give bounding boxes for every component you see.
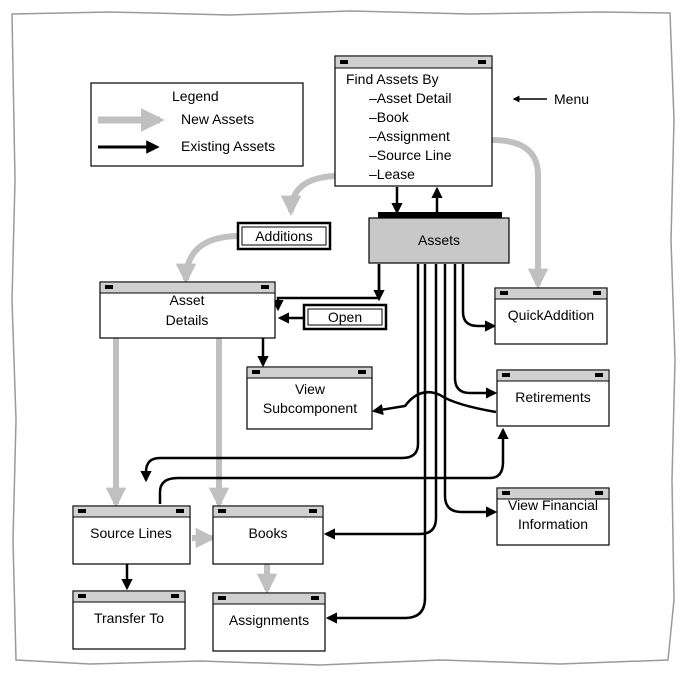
titlebar xyxy=(72,590,186,603)
arrow-assets-to-financial xyxy=(443,264,498,518)
view-financial-information-window[interactable]: View Financial Information xyxy=(496,487,610,546)
open-button[interactable]: Open xyxy=(302,303,388,331)
titlebar xyxy=(334,55,493,69)
find-item-book[interactable]: –Book xyxy=(369,109,410,125)
asset-details-line2: Details xyxy=(166,312,209,328)
window-menu-icon xyxy=(252,370,260,374)
books-label: Books xyxy=(249,525,288,541)
window-menu-icon xyxy=(502,491,510,495)
legend-new-assets-label: New Assets xyxy=(181,111,254,127)
window-menu-icon xyxy=(218,509,226,513)
arrow-assets-to-source-lines xyxy=(140,264,420,483)
window-control-icon xyxy=(358,370,366,374)
arrow-additions-to-asset-details xyxy=(175,233,239,285)
titlebar xyxy=(212,592,326,605)
legend-existing-assets-label: Existing Assets xyxy=(181,138,275,154)
view-subcomponent-line1: View xyxy=(295,381,326,397)
find-assets-window[interactable]: Find Assets By –Asset Detail –Book –Assi… xyxy=(334,55,493,187)
window-control-icon xyxy=(311,596,319,600)
view-financial-line2: Information xyxy=(518,516,588,532)
window-control-icon xyxy=(593,291,601,295)
find-item-lease[interactable]: –Lease xyxy=(369,166,415,182)
arrow-find-to-quickaddition xyxy=(491,137,549,290)
source-lines-label: Source Lines xyxy=(90,525,172,541)
arrow-assets-to-books xyxy=(323,264,438,540)
window-menu-icon xyxy=(78,509,86,513)
transfer-to-window[interactable]: Transfer To xyxy=(72,590,186,650)
arrow-retirements-to-subcomponent xyxy=(371,391,497,416)
window-control-icon xyxy=(595,491,603,495)
additions-button[interactable]: Additions xyxy=(236,221,332,251)
assignments-label: Assignments xyxy=(229,612,309,628)
titlebar xyxy=(494,287,608,300)
assets-top-bar xyxy=(378,212,502,219)
books-window[interactable]: Books xyxy=(212,505,324,565)
source-lines-window[interactable]: Source Lines xyxy=(72,505,191,565)
arrow-find-to-additions xyxy=(280,173,336,217)
titlebar xyxy=(212,505,324,518)
asset-details-window[interactable]: Asset Details xyxy=(99,281,276,339)
arrow-assets-to-assignments xyxy=(325,264,427,624)
window-menu-icon xyxy=(218,596,226,600)
view-subcomponent-window[interactable]: View Subcomponent xyxy=(246,366,373,430)
quickaddition-window[interactable]: QuickAddition xyxy=(494,287,608,345)
window-control-icon xyxy=(171,594,179,598)
window-menu-icon xyxy=(105,285,113,289)
menu-callout: Menu xyxy=(512,91,589,107)
existing-assets-connectors xyxy=(121,186,509,624)
transfer-to-label: Transfer To xyxy=(94,610,164,626)
titlebar xyxy=(72,505,191,518)
retirements-window[interactable]: Retirements xyxy=(496,369,610,427)
assets-block[interactable]: Assets xyxy=(368,212,510,264)
find-item-asset-detail[interactable]: –Asset Detail xyxy=(369,90,451,106)
titlebar xyxy=(496,487,610,500)
view-financial-line1: View Financial xyxy=(508,497,598,513)
new-assets-connectors xyxy=(105,137,549,595)
legend-title: Legend xyxy=(172,88,219,104)
assignments-window[interactable]: Assignments xyxy=(212,592,326,652)
window-menu-icon xyxy=(340,60,348,64)
titlebar xyxy=(496,369,610,382)
window-menu-icon xyxy=(78,594,86,598)
asset-details-line1: Asset xyxy=(169,292,204,308)
retirements-label: Retirements xyxy=(515,389,590,405)
window-control-icon xyxy=(176,509,184,513)
menu-label: Menu xyxy=(554,91,589,107)
view-subcomponent-line2: Subcomponent xyxy=(263,400,357,416)
window-control-icon xyxy=(309,509,317,513)
find-assets-title: Find Assets By xyxy=(346,71,439,87)
find-item-source-line[interactable]: –Source Line xyxy=(369,147,452,163)
legend: Legend New Assets Existing Assets xyxy=(90,82,304,167)
window-menu-icon xyxy=(500,291,508,295)
titlebar xyxy=(99,281,276,294)
find-item-assignment[interactable]: –Assignment xyxy=(369,128,450,144)
window-control-icon xyxy=(478,60,486,64)
arrow-source-lines-to-retirements xyxy=(158,427,509,504)
window-menu-icon xyxy=(502,373,510,377)
window-control-icon xyxy=(595,373,603,377)
quickaddition-label: QuickAddition xyxy=(508,307,594,323)
arrow-assets-to-quickaddition xyxy=(461,264,497,332)
open-label: Open xyxy=(328,309,362,325)
titlebar xyxy=(246,366,373,379)
additions-label: Additions xyxy=(255,228,313,244)
assets-label: Assets xyxy=(418,232,460,248)
window-control-icon xyxy=(261,285,269,289)
arrow-assets-to-retirements xyxy=(453,264,498,399)
